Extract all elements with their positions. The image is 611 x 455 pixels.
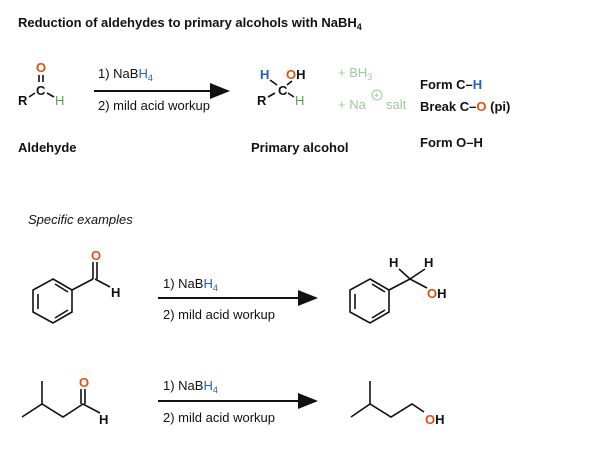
diagram-title: Reduction of aldehydes to primary alcoho…: [18, 15, 362, 32]
summary-break-co: Break C–O (pi): [420, 99, 510, 114]
svg-text:O: O: [91, 248, 101, 263]
svg-text:O: O: [36, 60, 46, 75]
isovaleraldehyde-structure: O H: [21, 375, 108, 427]
reagent-step2: 2) mild acid workup: [163, 410, 275, 425]
reagent-step1: 1) NaBH4: [163, 378, 218, 395]
svg-text:OH: OH: [425, 412, 445, 427]
svg-text:C: C: [278, 83, 288, 98]
svg-text:+ Na: + Na: [338, 97, 367, 112]
svg-text:O: O: [79, 375, 89, 390]
svg-text:H: H: [389, 255, 398, 270]
svg-text:H: H: [424, 255, 433, 270]
svg-text:H: H: [99, 412, 108, 427]
svg-text:H: H: [295, 93, 304, 108]
benzyl-alcohol-structure: H H OH: [349, 255, 447, 324]
byproduct-bh3: + BH3: [338, 65, 372, 82]
svg-text:R: R: [18, 93, 28, 108]
summary-form-oh: Form O–H: [420, 135, 483, 150]
svg-text:H: H: [55, 93, 64, 108]
svg-text:R: R: [257, 93, 267, 108]
svg-text:OH: OH: [427, 286, 447, 301]
byproduct-na-salt: + Na + salt: [338, 89, 407, 112]
reagent-step2: 2) mild acid workup: [98, 98, 210, 113]
svg-text:H: H: [260, 67, 269, 82]
svg-text:C: C: [36, 83, 46, 98]
reaction-arrow-example-1: 1) NaBH4 2) mild acid workup: [158, 276, 318, 322]
reagent-step1: 1) NaBH4: [163, 276, 218, 293]
examples-heading: Specific examples: [28, 212, 133, 227]
svg-text:OH: OH: [286, 67, 306, 82]
isopentyl-alcohol-structure: OH: [350, 381, 445, 427]
reagent-step1: 1) NaBH4: [98, 66, 153, 83]
reagent-step2: 2) mild acid workup: [163, 307, 275, 322]
reaction-arrow-example-2: 1) NaBH4 2) mild acid workup: [158, 378, 318, 425]
primary-alcohol-structure: H OH C R H: [257, 67, 306, 108]
svg-text:+: +: [374, 91, 379, 101]
summary-form-ch: Form C–H: [420, 77, 482, 92]
aldehyde-label: Aldehyde: [18, 140, 77, 155]
benzaldehyde-structure: O H: [32, 248, 120, 324]
svg-text:salt: salt: [386, 97, 407, 112]
reaction-arrow-general: 1) NaBH4 2) mild acid workup: [94, 66, 230, 113]
aldehyde-structure: O C R H: [18, 60, 64, 108]
primary-alcohol-label: Primary alcohol: [251, 140, 349, 155]
svg-text:H: H: [111, 285, 120, 300]
